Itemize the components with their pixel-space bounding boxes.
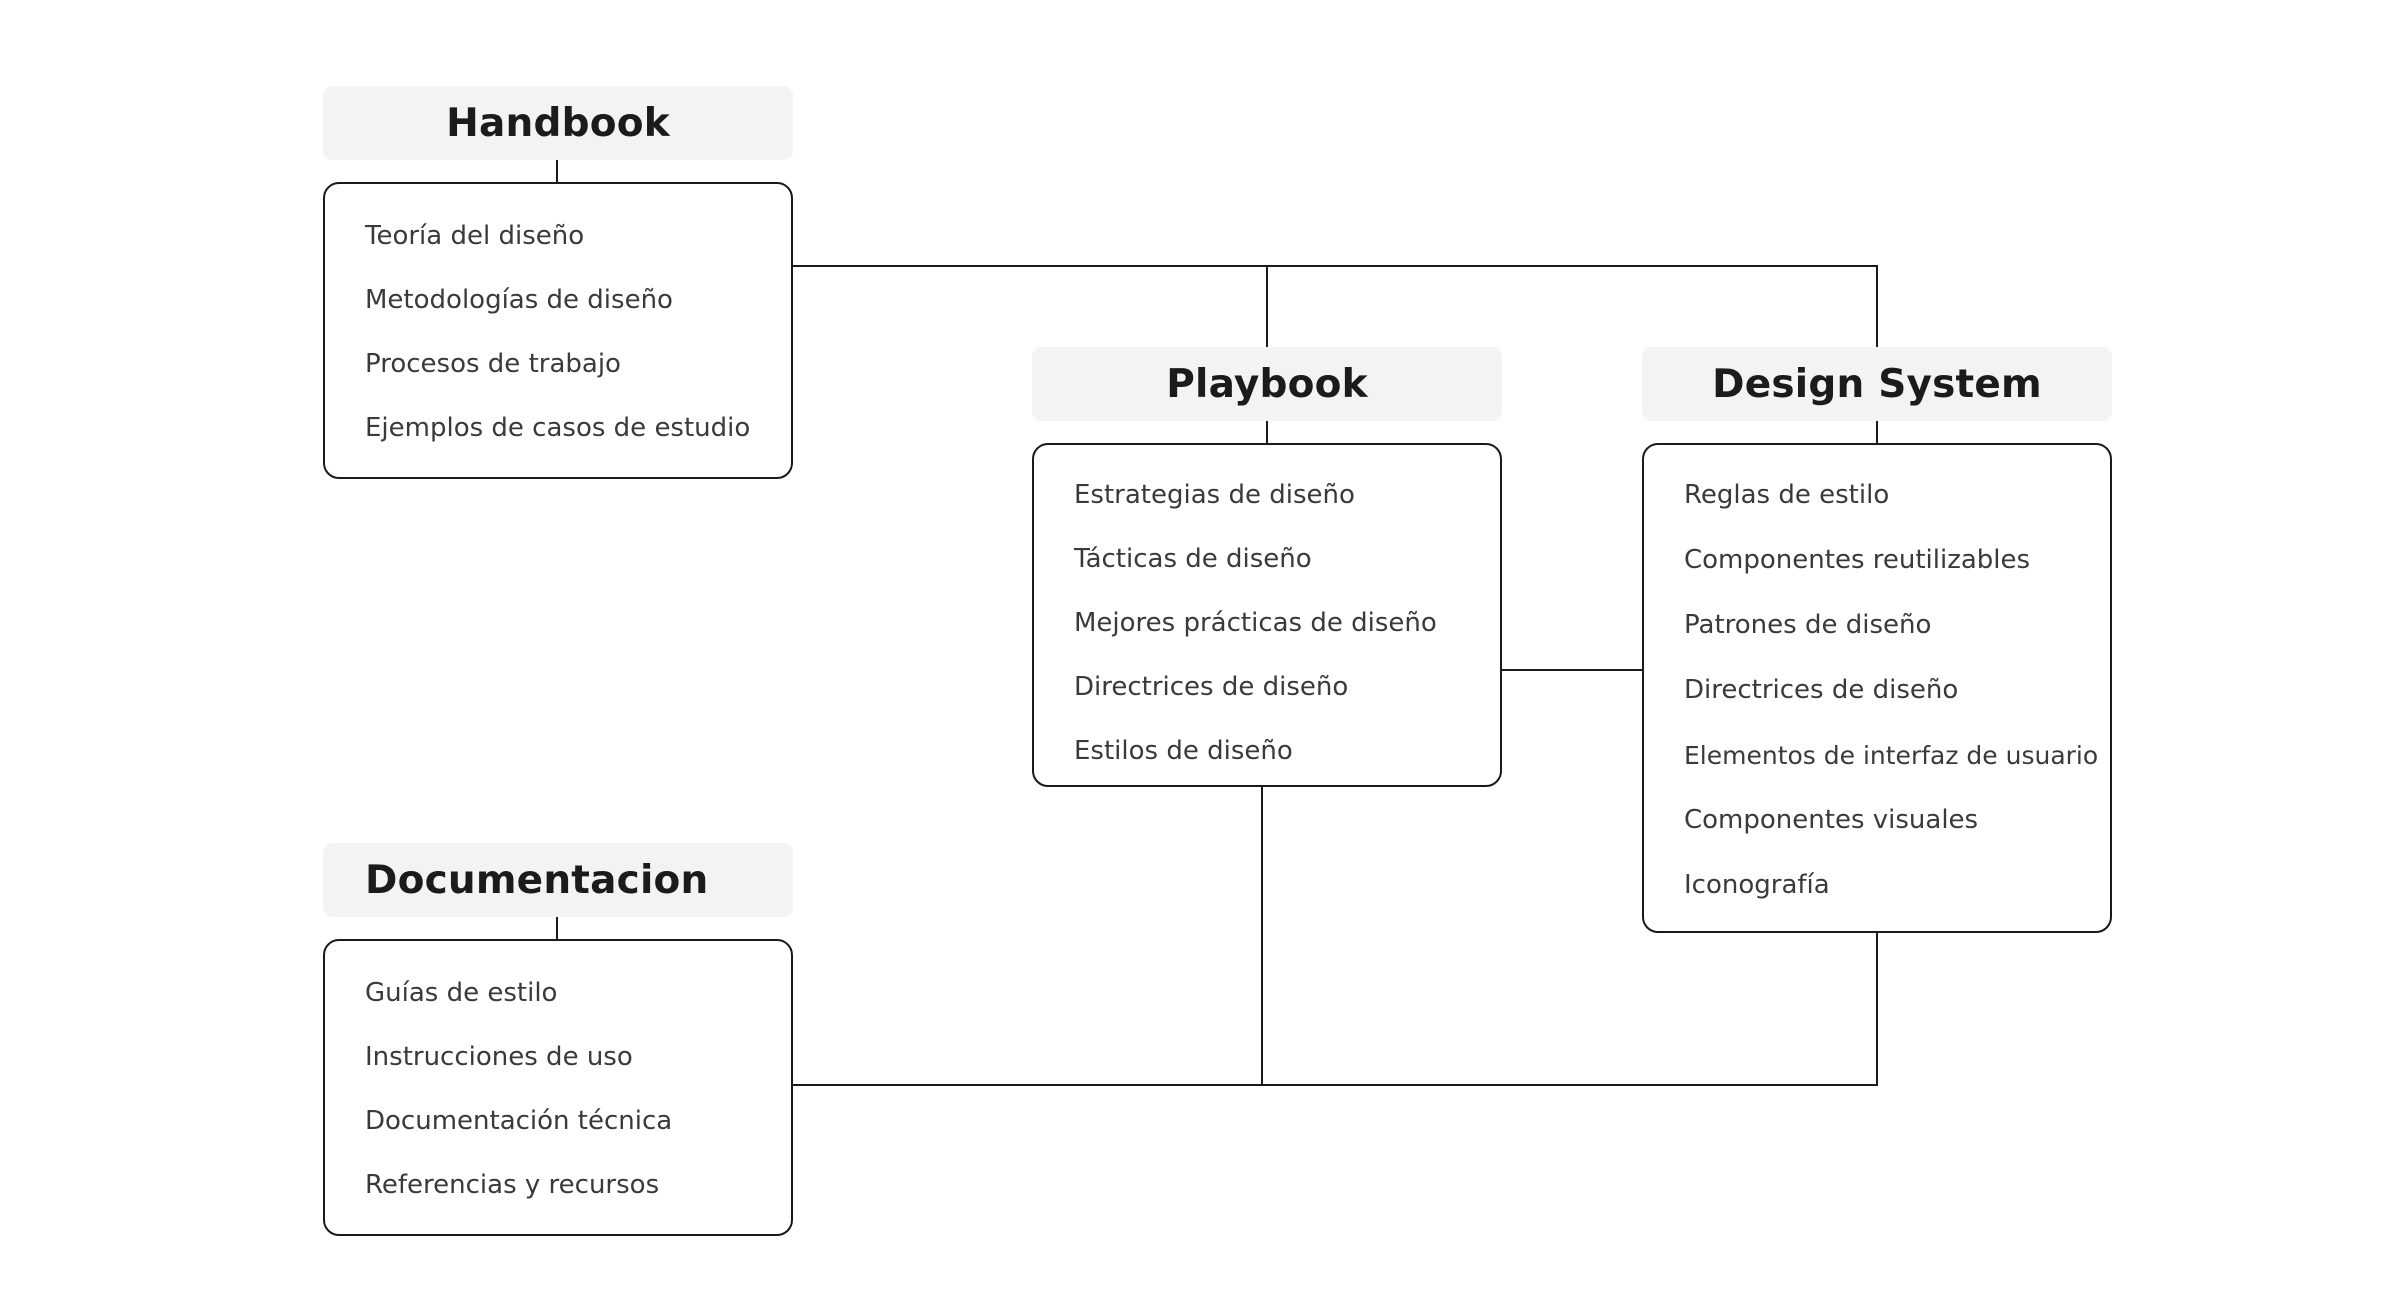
documentacion-list-box: Guías de estilo Instrucciones de uso Doc… bbox=[323, 939, 793, 1236]
list-item: Estrategias de diseño bbox=[1074, 480, 1355, 510]
list-item: Guías de estilo bbox=[365, 978, 558, 1008]
handbook-list: Teoría del diseño Metodologías de diseño… bbox=[365, 204, 791, 460]
list-item: Componentes visuales bbox=[1684, 805, 1979, 835]
design-system-title-box: Design System bbox=[1642, 347, 2112, 421]
list-item: Instrucciones de uso bbox=[365, 1042, 633, 1072]
documentacion-list: Guías de estilo Instrucciones de uso Doc… bbox=[365, 961, 791, 1217]
list-item: Teoría del diseño bbox=[365, 221, 585, 251]
playbook-list-box: Estrategias de diseño Tácticas de diseño… bbox=[1032, 443, 1502, 787]
playbook-title-box: Playbook bbox=[1032, 347, 1502, 421]
list-item: Reglas de estilo bbox=[1684, 480, 1890, 510]
list-item: Estilos de diseño bbox=[1074, 736, 1293, 766]
list-item: Tácticas de diseño bbox=[1074, 544, 1312, 574]
playbook-list: Estrategias de diseño Tácticas de diseño… bbox=[1074, 463, 1500, 783]
list-item: Iconografía bbox=[1684, 870, 1830, 900]
list-item: Directrices de diseño bbox=[1684, 675, 1959, 705]
list-item: Mejores prácticas de diseño bbox=[1074, 608, 1437, 638]
design-system-title: Design System bbox=[1712, 361, 2042, 407]
list-item: Procesos de trabajo bbox=[365, 349, 621, 379]
playbook-title: Playbook bbox=[1166, 361, 1368, 407]
list-item: Patrones de diseño bbox=[1684, 610, 1932, 640]
handbook-title-box: Handbook bbox=[323, 86, 793, 160]
documentacion-connector bbox=[793, 933, 1878, 1086]
list-item: Referencias y recursos bbox=[365, 1170, 660, 1200]
handbook-list-box: Teoría del diseño Metodologías de diseño… bbox=[323, 182, 793, 479]
documentacion-title: Documentacion bbox=[365, 857, 709, 903]
handbook-connector bbox=[793, 265, 1878, 347]
handbook-title: Handbook bbox=[446, 100, 670, 146]
design-system-list-box: Reglas de estilo Componentes reutilizabl… bbox=[1642, 443, 2112, 933]
list-item: Ejemplos de casos de estudio bbox=[365, 413, 751, 443]
list-item: Componentes reutilizables bbox=[1684, 545, 2031, 575]
list-item: Elementos de interfaz de usuario bbox=[1684, 741, 2099, 770]
list-item: Metodologías de diseño bbox=[365, 285, 673, 315]
list-item: Documentación técnica bbox=[365, 1106, 673, 1136]
design-system-list: Reglas de estilo Componentes reutilizabl… bbox=[1684, 463, 2110, 918]
documentacion-title-box: Documentacion bbox=[323, 843, 793, 917]
list-item: Directrices de diseño bbox=[1074, 672, 1349, 702]
